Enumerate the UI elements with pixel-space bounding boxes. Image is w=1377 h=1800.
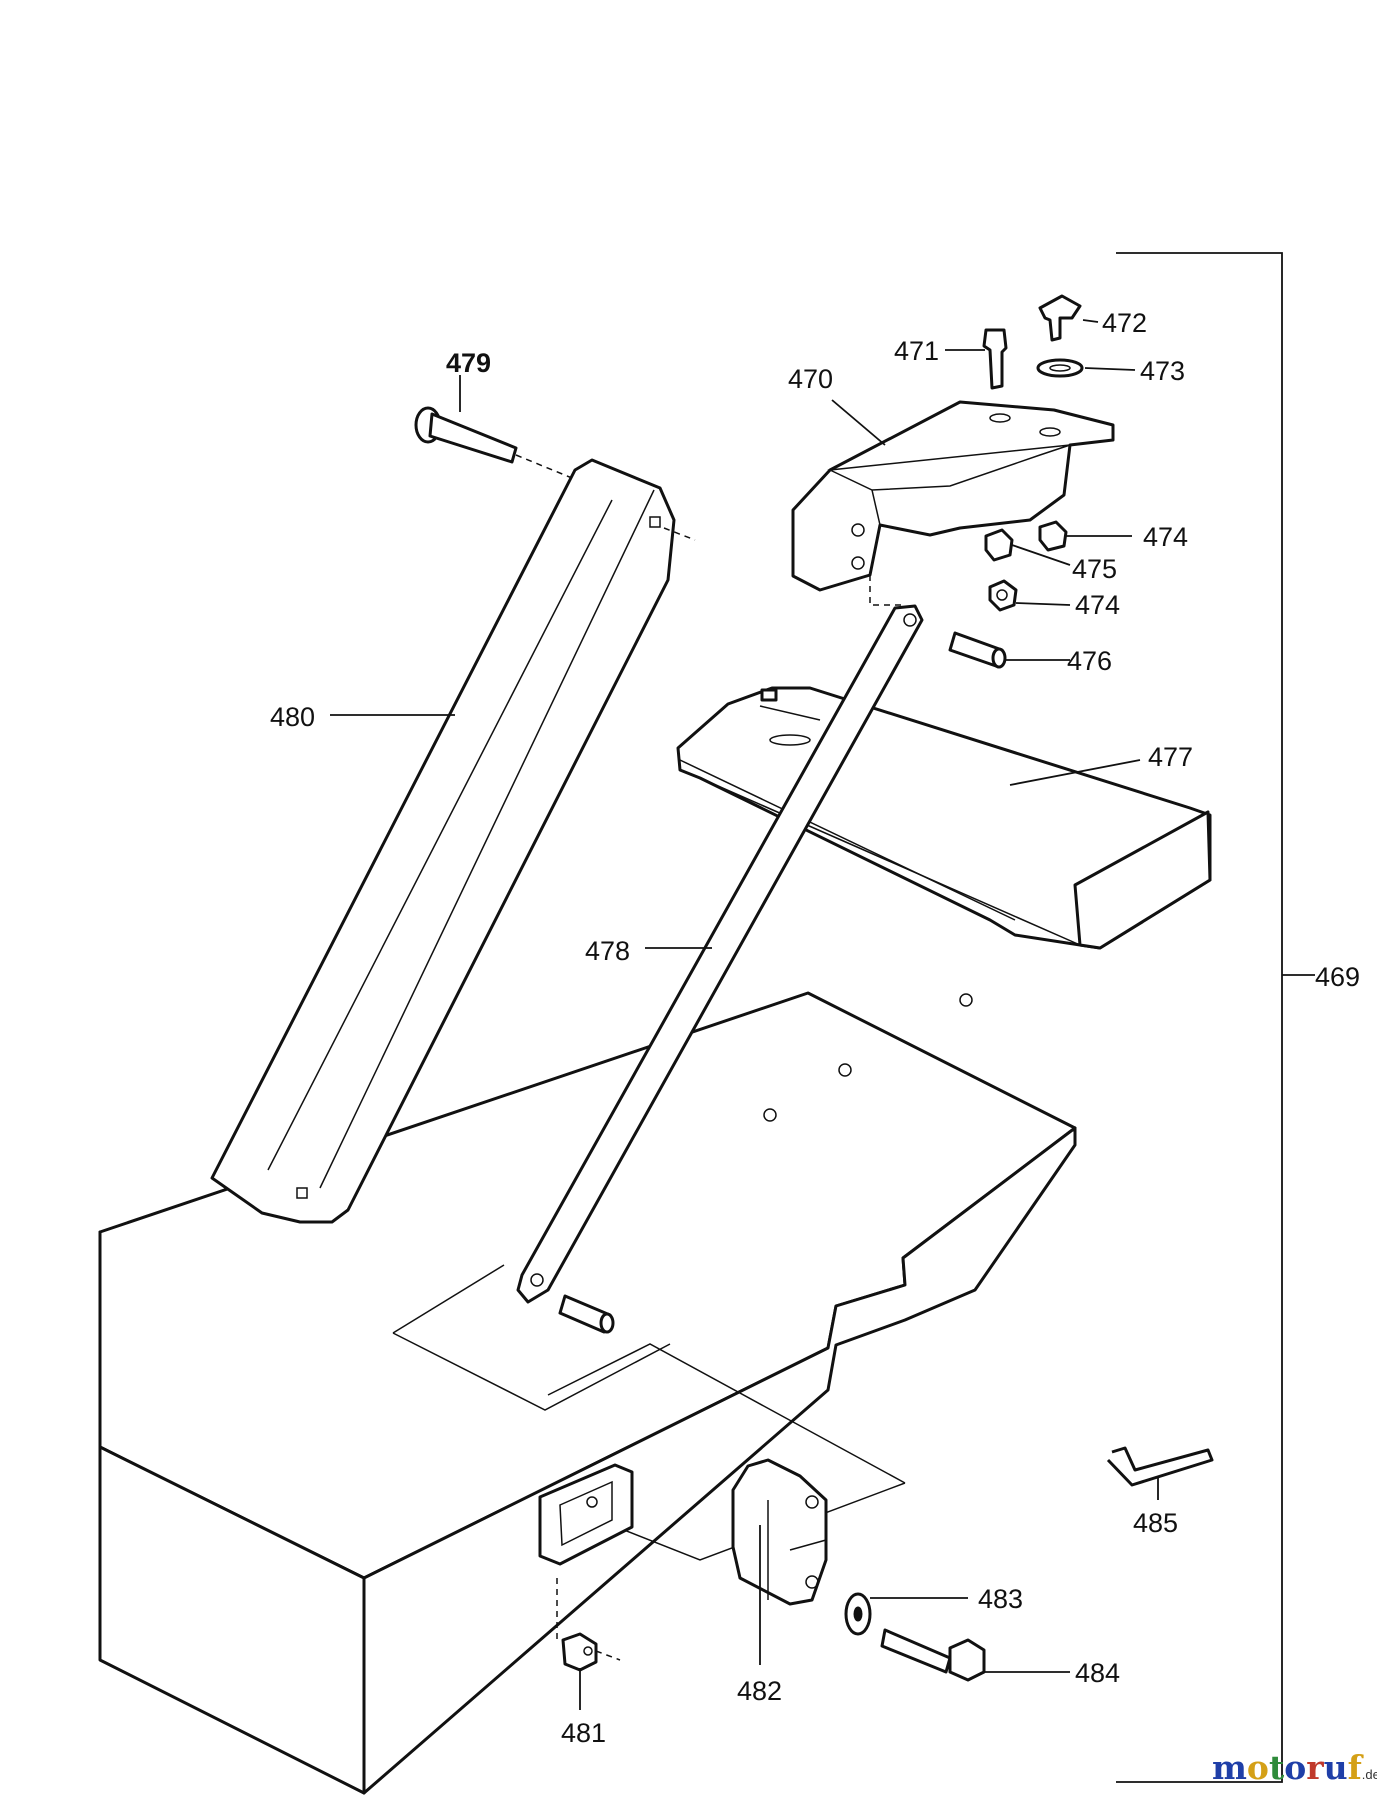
part-480-guard xyxy=(210,458,696,1224)
base-pin xyxy=(558,1294,615,1334)
watermark-letter: m xyxy=(1212,1748,1247,1787)
part-472-knob xyxy=(1038,294,1082,342)
watermark-letter: r xyxy=(1306,1748,1324,1787)
part-476-pin xyxy=(948,631,1007,669)
part-481-sleeve xyxy=(561,1632,621,1672)
label-469: 469 xyxy=(1315,962,1360,992)
part-484-bolt xyxy=(880,1628,986,1682)
label-473: 473 xyxy=(1140,356,1185,386)
label-476: 476 xyxy=(1067,646,1112,676)
label-470: 470 xyxy=(788,364,833,394)
label-474-upper: 474 xyxy=(1143,522,1188,552)
leader-lines xyxy=(330,319,1159,1710)
part-474-nut-lower xyxy=(988,579,1018,612)
part-477-tray xyxy=(676,686,1212,950)
watermark-letter: u xyxy=(1323,1748,1348,1787)
part-473-washer xyxy=(1036,358,1084,378)
watermark-letter: o xyxy=(1246,1748,1269,1787)
assembly-bracket-469 xyxy=(1116,252,1315,1783)
part-485-hex-key xyxy=(1106,1446,1214,1487)
base-table xyxy=(98,991,1077,1795)
watermark-suffix: .de xyxy=(1361,1767,1377,1782)
label-481: 481 xyxy=(561,1718,606,1748)
site-watermark-logo: motoruf.de xyxy=(1212,1748,1377,1787)
label-477: 477 xyxy=(1148,742,1193,772)
part-470-clamp-block xyxy=(791,400,1115,606)
part-474-nut-upper xyxy=(1038,520,1068,552)
label-483: 483 xyxy=(978,1584,1023,1614)
watermark-letter: o xyxy=(1284,1748,1307,1787)
label-480: 480 xyxy=(270,702,315,732)
part-labels: 469 470 471 472 473 474 475 474 476 477 … xyxy=(270,308,1360,1748)
part-471-screw xyxy=(982,328,1008,390)
label-479: 479 xyxy=(446,348,491,378)
label-484: 484 xyxy=(1075,1658,1120,1688)
label-478: 478 xyxy=(585,936,630,966)
watermark-letter: t xyxy=(1268,1748,1285,1787)
watermark-letter: f xyxy=(1347,1748,1362,1787)
label-472: 472 xyxy=(1102,308,1147,338)
part-483-washer xyxy=(844,1592,872,1636)
part-475-nut xyxy=(984,528,1014,562)
label-485: 485 xyxy=(1133,1508,1178,1538)
part-482-bracket xyxy=(731,1458,828,1606)
label-474-lower: 474 xyxy=(1075,590,1120,620)
label-482: 482 xyxy=(737,1676,782,1706)
part-478-rod xyxy=(516,604,924,1304)
label-475: 475 xyxy=(1072,554,1117,584)
part-479-bolt xyxy=(414,406,573,479)
label-471: 471 xyxy=(894,336,939,366)
